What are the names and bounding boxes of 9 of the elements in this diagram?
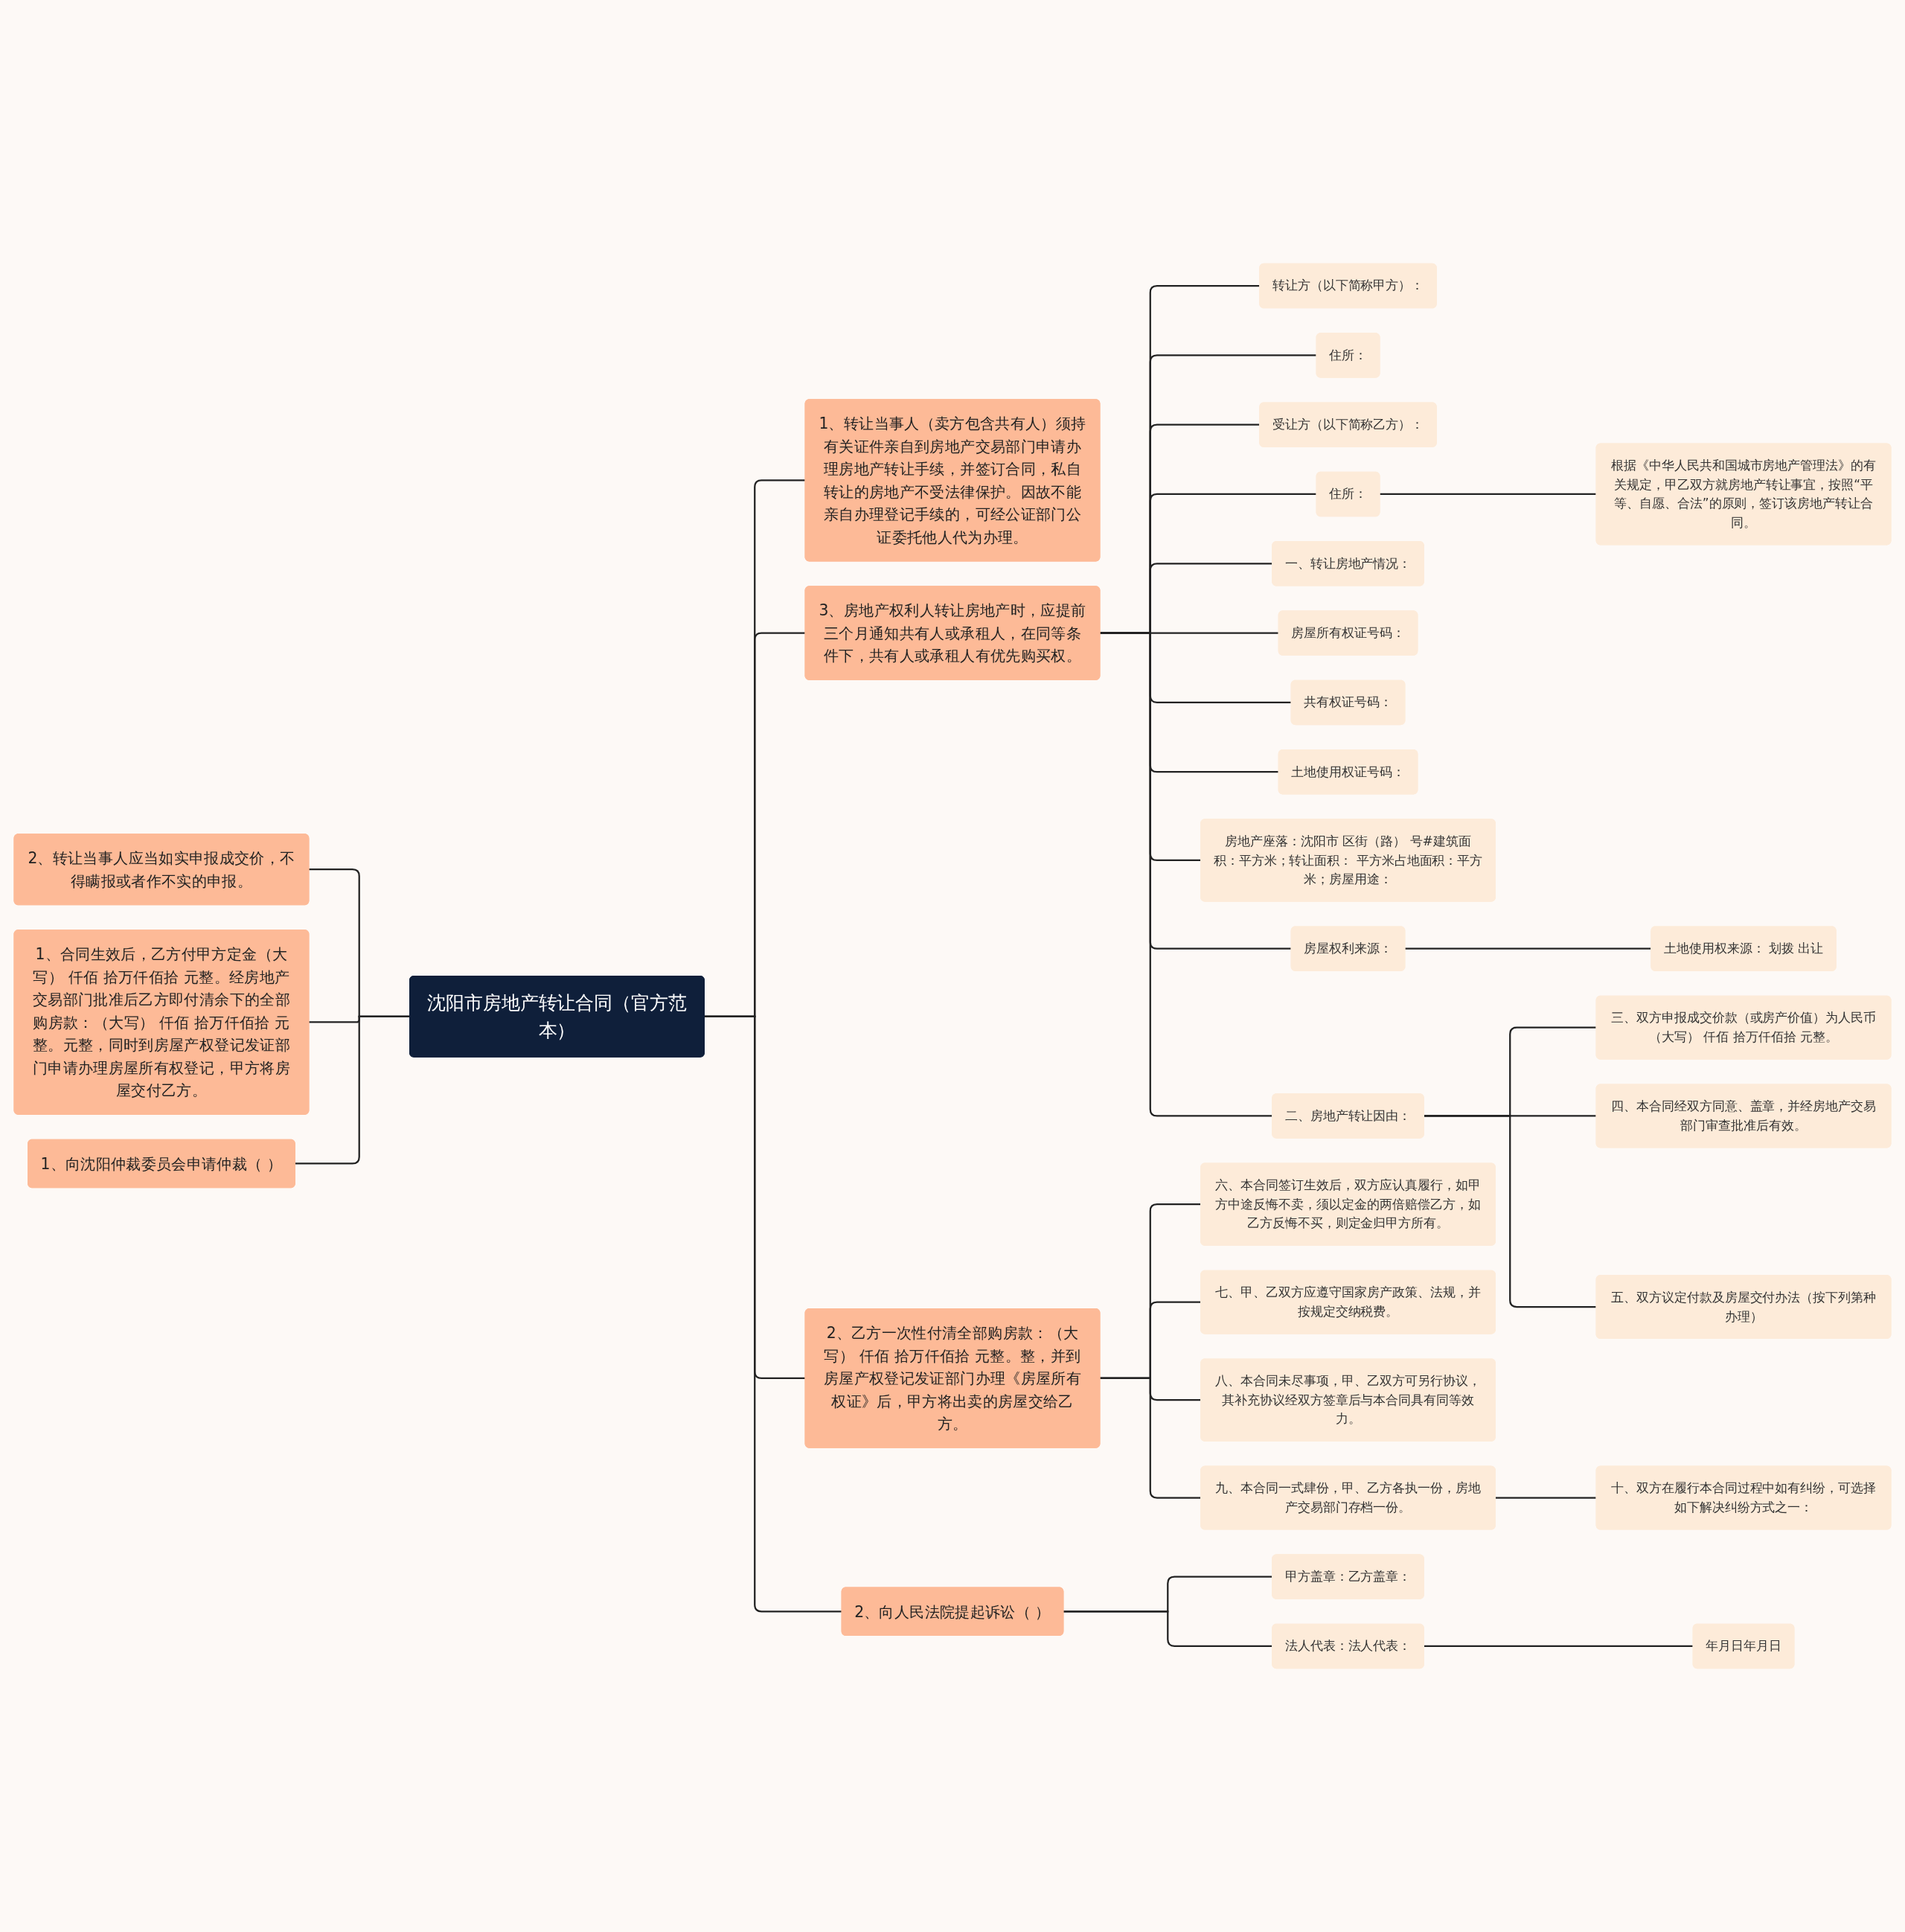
- connector: [704, 1015, 842, 1613]
- connector: [1099, 1377, 1201, 1499]
- connector: [1424, 1645, 1694, 1648]
- connector: [1063, 1610, 1272, 1648]
- connector: [1379, 493, 1597, 496]
- connector: [1404, 947, 1651, 950]
- connector: [1424, 1115, 1597, 1308]
- connector: [295, 1015, 410, 1165]
- connector: [1495, 1497, 1597, 1499]
